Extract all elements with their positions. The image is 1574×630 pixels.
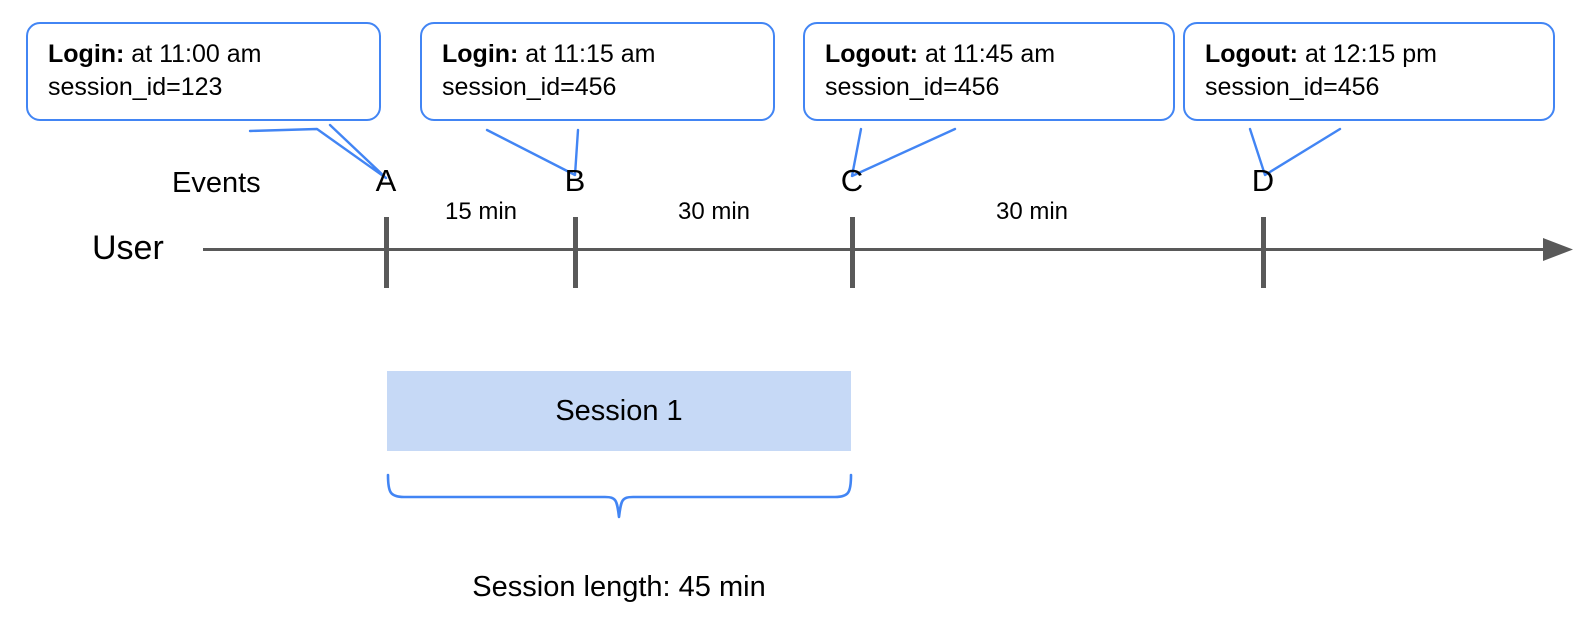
callout-b-line2: session_id=456 [442,73,617,102]
callout-c-line2: session_id=456 [825,73,1000,102]
interval-a-b-label: 15 min [444,198,518,225]
callout-login-b[interactable]: Login: at 11:15 am session_id=456 [420,22,775,121]
callout-logout-d[interactable]: Logout: at 12:15 pm session_id=456 [1183,22,1555,121]
callout-b-event-type: Login: [442,40,519,68]
callout-d-time: at 12:15 pm [1298,40,1437,68]
callout-a-line2: session_id=123 [48,73,223,102]
session-brace [386,473,853,519]
callout-c-line1: Logout: at 11:45 am [825,38,1155,71]
callout-b-time: at 11:15 am [518,40,656,68]
session-bar-label: Session 1 [555,394,683,427]
interval-c-d-label: 30 min [995,198,1069,225]
callout-a-time: at 11:00 am [124,40,262,68]
callout-tail-a [248,123,388,180]
event-marker-d-label: D [1251,163,1275,198]
timeline-arrow-head [1543,238,1573,261]
callout-tail-d [1248,127,1342,177]
callout-d-line2: session_id=456 [1205,73,1380,102]
event-marker-b-label: B [564,163,586,198]
events-row-label: Events [172,167,261,199]
session-bar[interactable]: Session 1 [387,371,851,451]
callout-c-event-type: Logout: [825,40,919,68]
callout-logout-c[interactable]: Logout: at 11:45 am session_id=456 [803,22,1175,121]
callout-a-event-type: Login: [48,40,125,68]
session-length-caption: Session length: 45 min [472,571,766,603]
event-marker-c-label: C [840,163,864,198]
callout-login-a[interactable]: Login: at 11:00 am session_id=123 [26,22,381,121]
callout-c-time: at 11:45 am [918,40,1056,68]
callout-tail-c [850,127,957,178]
callout-d-event-type: Logout: [1205,40,1299,68]
callout-d-line1: Logout: at 12:15 pm [1205,38,1535,71]
user-lane-label: User [92,229,164,267]
callout-a-line1: Login: at 11:00 am [48,38,361,71]
event-marker-a-label: A [375,163,397,198]
interval-b-c-label: 30 min [677,198,751,225]
callout-tail-b [485,128,580,177]
callout-b-line1: Login: at 11:15 am [442,38,755,71]
